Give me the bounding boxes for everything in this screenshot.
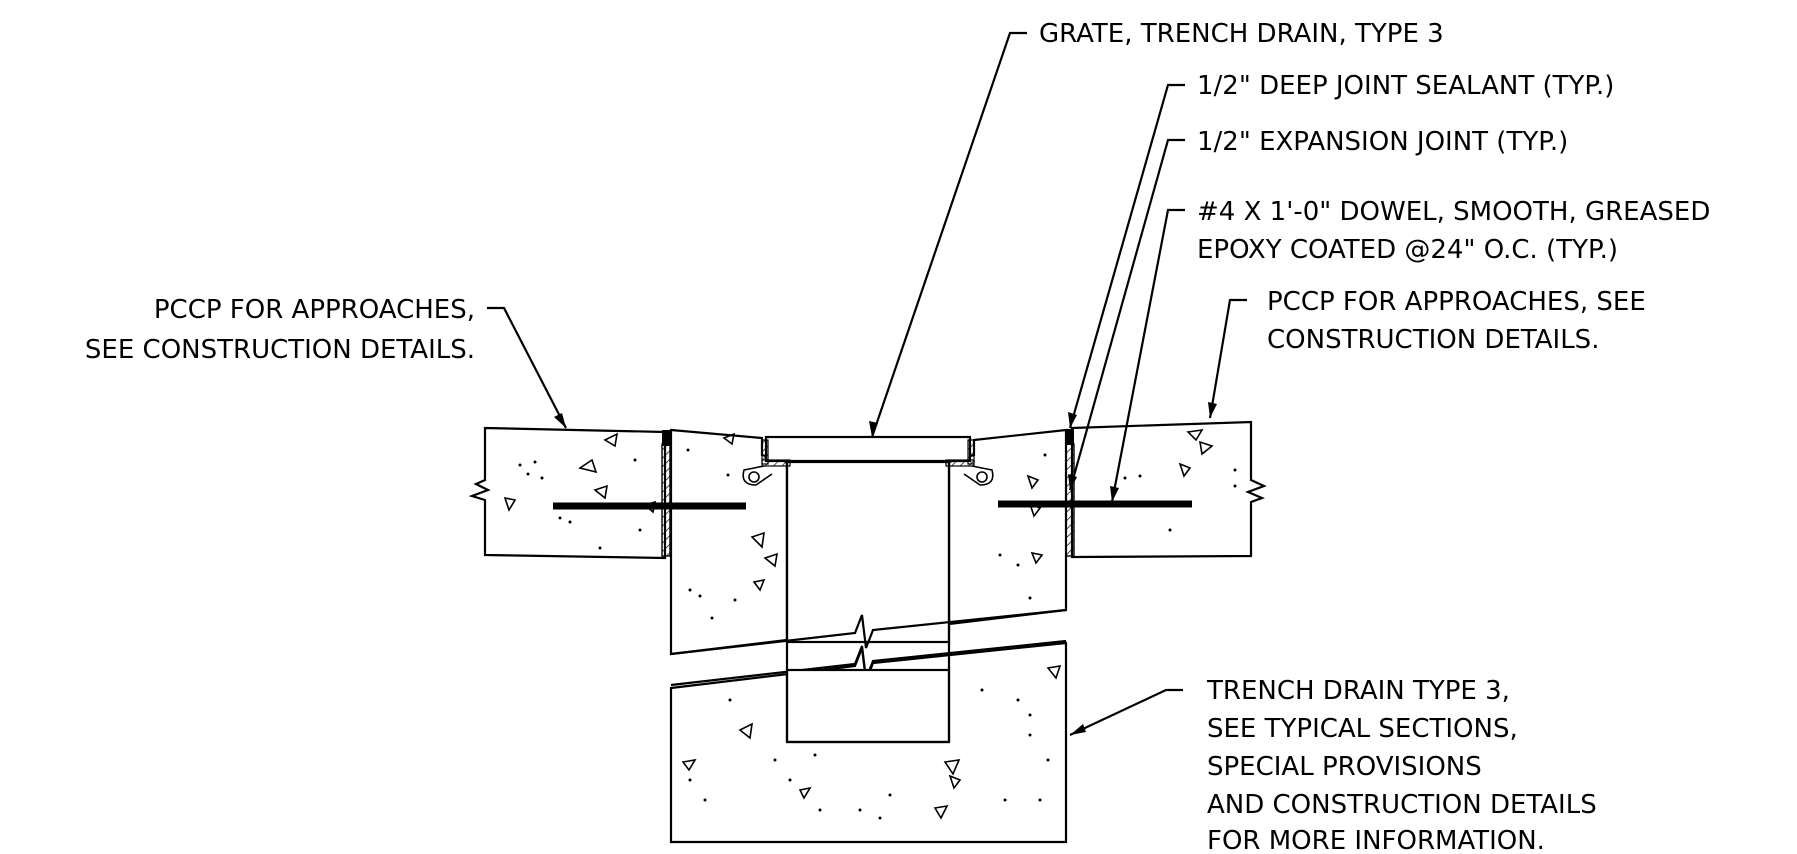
leader-lines [487, 31, 1247, 736]
trench-drain-grate [742, 435, 994, 486]
right-pccp-slab [1070, 420, 1267, 559]
trench-label-line2: SEE TYPICAL SECTIONS, [1207, 714, 1518, 744]
trench-label-line4: AND CONSTRUCTION DETAILS [1207, 790, 1597, 820]
dowel-label-line2: EPOXY COATED @24" O.C. (TYP.) [1197, 235, 1618, 265]
pccp-right-label-line1: PCCP FOR APPROACHES, SEE [1267, 287, 1646, 317]
left-pccp-slab [468, 426, 667, 560]
channel-walls [785, 462, 951, 744]
trench-label-line1: TRENCH DRAIN TYPE 3, [1206, 676, 1510, 706]
expansion-joints [661, 429, 1075, 557]
dowel-label-line1: #4 X 1'-0" DOWEL, SMOOTH, GREASED [1197, 197, 1710, 227]
sealant-label: 1/2" DEEP JOINT SEALANT (TYP.) [1197, 71, 1614, 101]
pccp-left-label-line2: SEE CONSTRUCTION DETAILS. [85, 335, 475, 365]
pccp-right-label-line2: CONSTRUCTION DETAILS. [1267, 325, 1599, 355]
concrete-stipple [518, 448, 1237, 820]
trench-drain-upper-body [669, 428, 1068, 656]
trench-label-line5: FOR MORE INFORMATION. [1207, 826, 1545, 854]
pccp-left-label-line1: PCCP FOR APPROACHES, [154, 295, 475, 325]
expansion-joint-label: 1/2" EXPANSION JOINT (TYP.) [1197, 127, 1568, 157]
grate-label: GRATE, TRENCH DRAIN, TYPE 3 [1039, 19, 1444, 49]
concrete-aggregate-symbols [503, 428, 1214, 820]
trench-label-line3: SPECIAL PROVISIONS [1207, 752, 1482, 782]
